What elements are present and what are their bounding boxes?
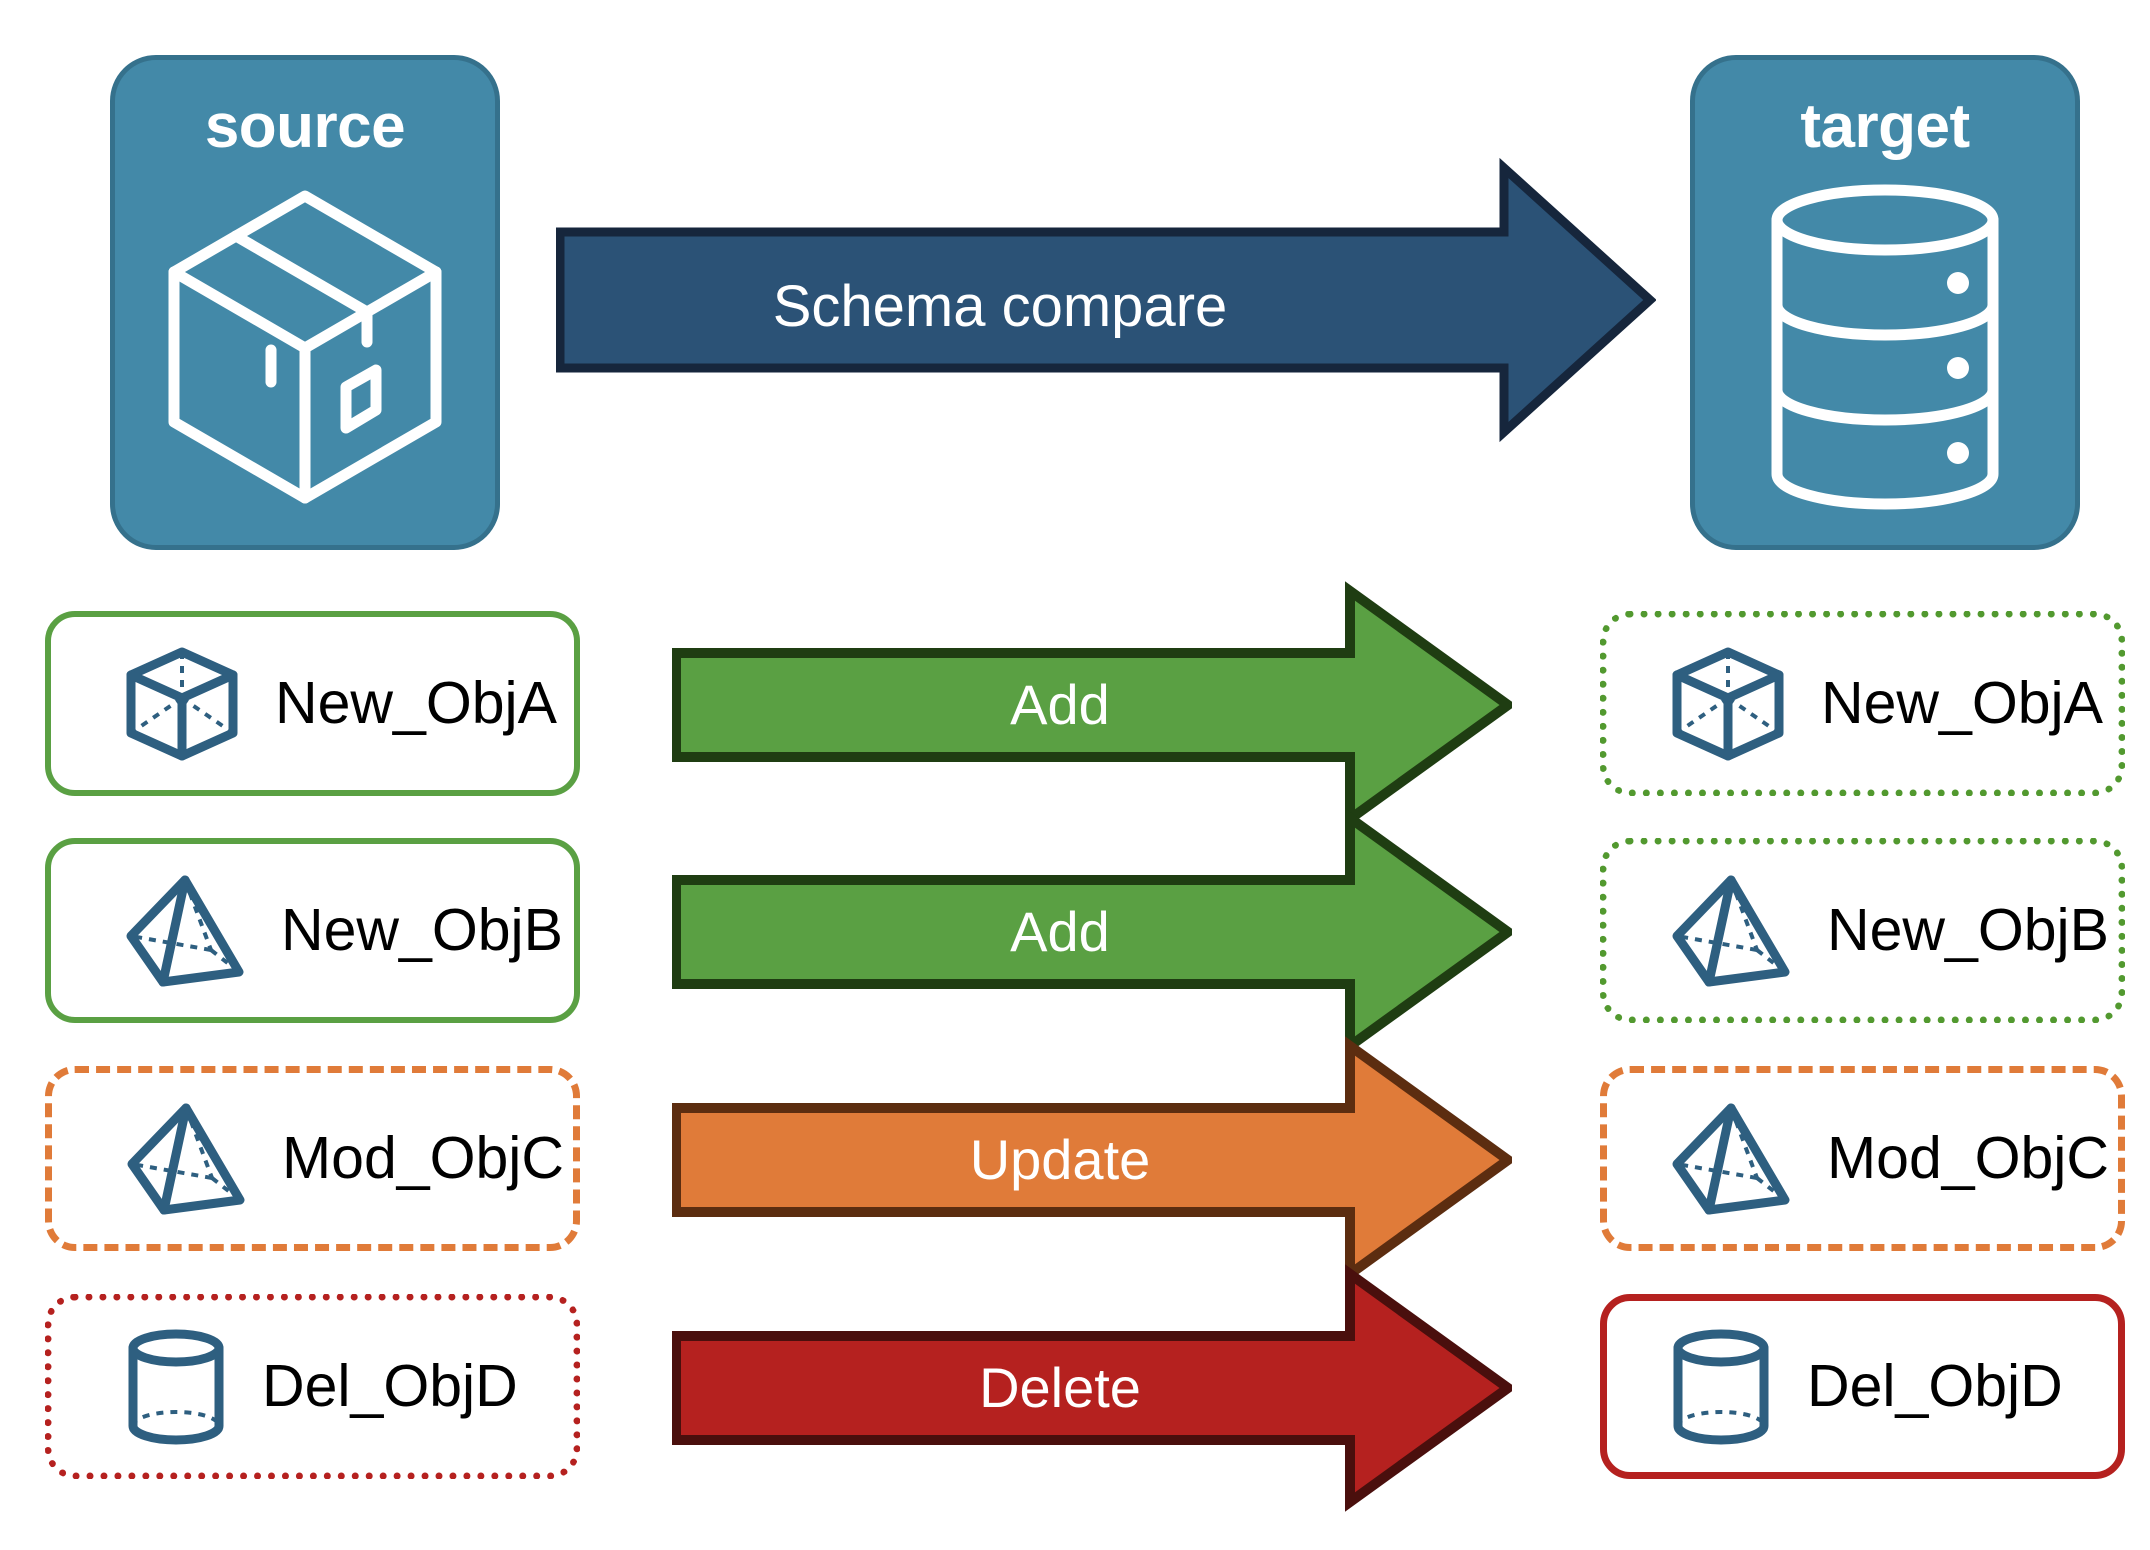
target-object-name: Mod_ObjC — [1827, 1125, 2110, 1191]
source-object-name: New_ObjA — [275, 670, 558, 736]
schema-compare-label: Schema compare — [772, 274, 1228, 339]
add-arrow — [671, 565, 1517, 845]
pyramid-wireframe-icon — [124, 1100, 248, 1218]
source-object-card[interactable]: Del_ObjD — [45, 1294, 580, 1479]
database-cylinder-icon — [1760, 182, 2010, 517]
target-label: target — [1800, 92, 1970, 161]
source-endpoint-card: source — [110, 55, 500, 550]
pyramid-wireframe-icon — [1669, 1100, 1793, 1218]
source-object-card[interactable]: New_ObjB — [45, 838, 580, 1023]
diff-row: New_ObjB Add New_ObjB — [0, 808, 2150, 1056]
cube-wireframe-icon — [123, 645, 241, 763]
cube-wireframe-icon — [1669, 645, 1787, 763]
delete-arrow — [671, 1248, 1517, 1528]
target-object-name: New_ObjA — [1821, 670, 2104, 736]
source-label: source — [204, 92, 406, 161]
diff-row: New_ObjA Add New_ObjA — [0, 581, 2150, 829]
target-object-name: New_ObjB — [1827, 897, 2110, 963]
target-object-card[interactable]: New_ObjA — [1600, 611, 2125, 796]
row-action-label: Add — [1010, 900, 1110, 963]
source-object-name: New_ObjB — [281, 897, 564, 963]
source-object-card[interactable]: New_ObjA — [45, 611, 580, 796]
source-object-card[interactable]: Mod_ObjC — [45, 1066, 580, 1251]
row-action-label: Add — [1010, 673, 1110, 736]
cylinder-wireframe-icon — [124, 1326, 228, 1448]
package-box-icon — [160, 182, 450, 517]
source-object-name: Del_ObjD — [262, 1353, 518, 1419]
source-object-name: Mod_ObjC — [282, 1125, 565, 1191]
update-arrow — [671, 1020, 1517, 1300]
diff-row: Del_ObjD Delete Del_ObjD — [0, 1264, 2150, 1512]
pyramid-wireframe-icon — [123, 872, 247, 990]
target-object-name: Del_ObjD — [1807, 1353, 2063, 1419]
row-action-label: Delete — [979, 1356, 1141, 1419]
target-object-card[interactable]: New_ObjB — [1600, 838, 2125, 1023]
target-object-card[interactable]: Del_ObjD — [1600, 1294, 2125, 1479]
target-object-card[interactable]: Mod_ObjC — [1600, 1066, 2125, 1251]
schema-compare-arrow — [555, 140, 1657, 460]
pyramid-wireframe-icon — [1669, 872, 1793, 990]
diff-row: Mod_ObjC Update Mod_ObjC — [0, 1036, 2150, 1284]
add-arrow — [671, 792, 1517, 1072]
target-endpoint-card: target — [1690, 55, 2080, 550]
row-action-label: Update — [969, 1128, 1151, 1191]
cylinder-wireframe-icon — [1669, 1326, 1773, 1448]
